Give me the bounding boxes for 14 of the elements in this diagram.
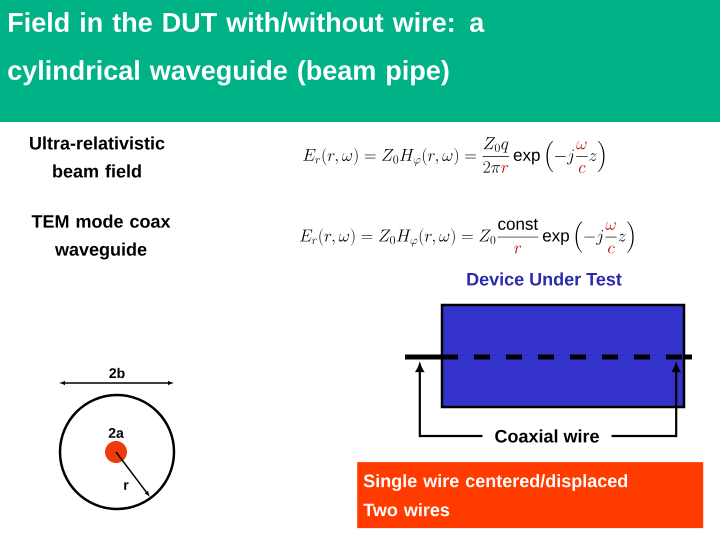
box-heading: Device Under Test bbox=[467, 272, 622, 286]
row-label: TEM mode coax waveguide bbox=[32, 214, 170, 260]
dimension-label: 2a bbox=[108, 428, 124, 438]
note-box: Single wire centered/displaced Two wires bbox=[357, 462, 704, 528]
equation: $E_r(r,\omega) = Z_0 H_\varphi(r,\omega) = Z_0\frac{\mathrm{const}}{{\color[HTML]{C00000}r}} \exp\left(-j\frac{{\color[HTML]{C00000}\omega}}{{\color[HTML]{C00000}c}} z\right)$ bbox=[300, 218, 634, 254]
leader-line bbox=[612, 364, 680, 438]
coaxial-wire bbox=[405, 354, 692, 360]
leader-line bbox=[416, 364, 482, 438]
row-label: Ultra-relativistic beam field bbox=[30, 136, 164, 178]
title-banner: Field in the DUT with/without wire: a cylindrical waveguide (beam pipe) bbox=[0, 0, 720, 122]
callout-text: Coaxial wire bbox=[495, 429, 599, 443]
dimension-label: 2b bbox=[109, 368, 125, 378]
equation: $E_r(r,\omega) = Z_0 H_\varphi(r,\omega) = \frac{Z_0 q}{2\pi {\color[HTML]{C00000}r}} \exp\left(-j\frac{{\color[HTML]{C00000}\omega}}{{\color[HTML]{C00000}c}} z\right)$ bbox=[303, 137, 604, 173]
dimension-label: r bbox=[124, 482, 129, 490]
